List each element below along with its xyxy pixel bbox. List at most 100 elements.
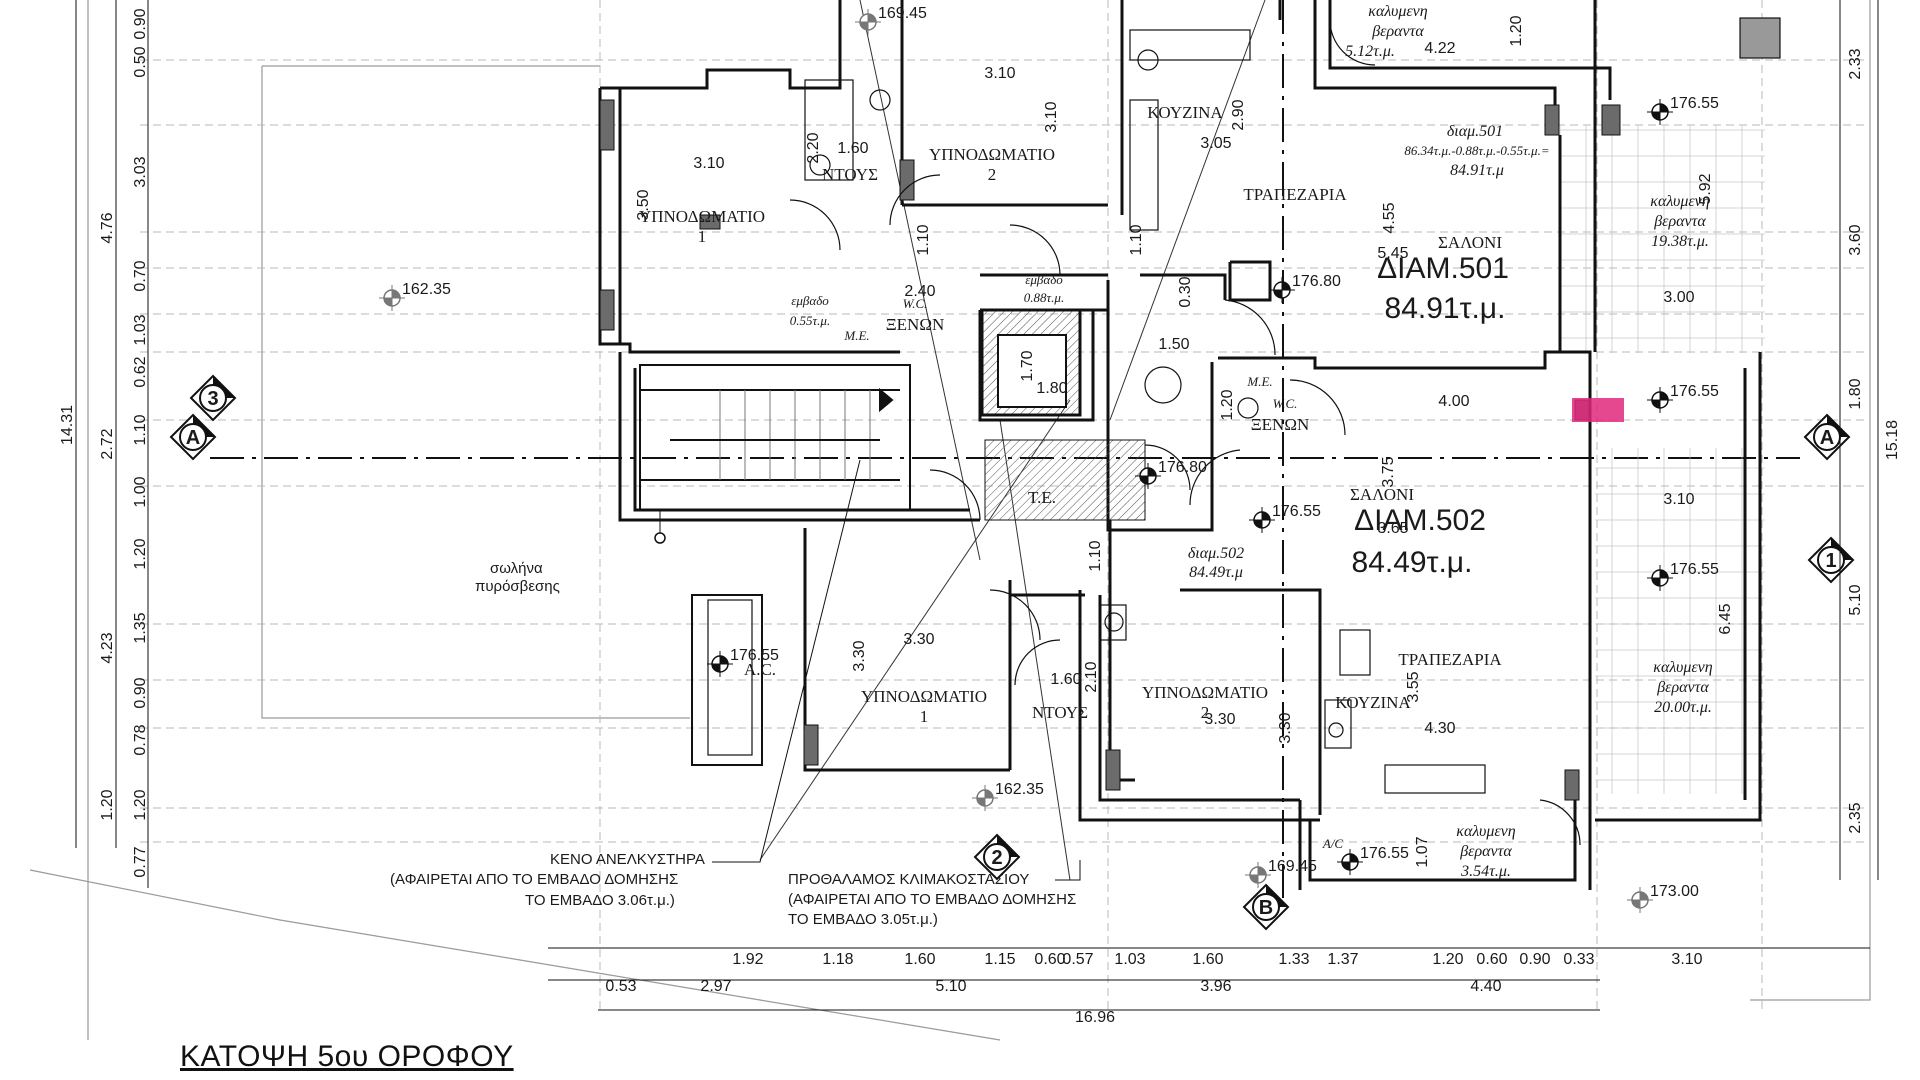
room-label: 20.00τ.μ.	[1654, 699, 1712, 716]
level-marker	[1135, 463, 1161, 489]
room-label: βεραντα	[1371, 23, 1424, 40]
dimension-value: 1.15	[984, 951, 1015, 968]
level-value: 176.55	[730, 647, 779, 664]
level-value: 176.55	[1670, 383, 1719, 400]
dimension-value: 1.03	[132, 314, 149, 345]
dimension-value: 2.40	[904, 283, 935, 300]
dimension-value: 6.45	[1717, 603, 1734, 634]
dimension-value: 1.07	[1414, 836, 1431, 867]
dimension-value: 1.20	[132, 538, 149, 569]
columns	[599, 99, 1621, 801]
annotation-note: ΤΟ ΕΜΒΑΔΟ 3.05τ.μ.)	[788, 911, 938, 928]
level-value: 162.35	[402, 281, 451, 298]
room-label: ΥΠΝΟΔΩΜΑΤΙΟ	[1142, 683, 1268, 702]
dimension-value: 1.33	[1278, 951, 1309, 968]
section-marker-a-left-label: A	[186, 427, 200, 449]
dimension-value: 1.20	[132, 789, 149, 820]
level-value: 176.55	[1670, 95, 1719, 112]
room-label: W.C.	[1273, 396, 1298, 411]
level-value: 169.45	[1268, 858, 1317, 875]
dimension-value: 3.10	[984, 65, 1015, 82]
room-label: Μ.Ε.	[843, 328, 869, 343]
annotation-note: ΚΕΝΟ ΑΝΕΛΚΥΣΤΗΡΑ	[550, 851, 705, 868]
plot-boundary	[29, 0, 1871, 1041]
room-label: 19.38τ.μ.	[1651, 233, 1709, 250]
leader-line	[1055, 860, 1081, 881]
dimension-value: 3.30	[903, 631, 934, 648]
dimension-value: 0.70	[132, 260, 149, 291]
room-label: βεραντα	[1656, 679, 1709, 696]
dimension-value: 2.72	[99, 428, 116, 459]
dimension-value: 0.60	[1476, 951, 1507, 968]
level-marker	[1647, 565, 1673, 591]
room-label: ΤΡΑΠΕΖΑΡΙΑ	[1243, 185, 1347, 204]
dimension-total: 16.96	[1075, 1009, 1115, 1026]
dimension-value: 1.70	[1019, 350, 1036, 381]
dimension-value: 4.23	[99, 632, 116, 663]
dimension-value: 3.10	[1671, 951, 1702, 968]
room-label: ΤΡΑΠΕΖΑΡΙΑ	[1398, 650, 1502, 669]
dimension-value: 3.30	[851, 640, 868, 671]
dimension-value: 1.80	[1847, 378, 1864, 409]
dimension-value: 4.00	[1438, 393, 1469, 410]
dimension-value: 1.35	[132, 612, 149, 643]
dimension-value: 3.10	[1043, 101, 1060, 132]
dimension-value: 3.30	[1204, 711, 1235, 728]
annotation-note: ΠΡΟΘΑΛΑΜΟΣ ΚΛΙΜΑΚΟΣΤΑΣΙΟΥ	[788, 871, 1029, 888]
column-highlight	[1572, 398, 1624, 422]
axis-marker-3-label: 3	[207, 388, 218, 410]
te-hatched-area	[984, 439, 1146, 521]
section-marker-a-left	[169, 413, 217, 461]
ac-unit-box	[691, 594, 763, 766]
dimension-value: 2.90	[1230, 99, 1247, 130]
room-label: βεραντα	[1459, 843, 1512, 860]
dimension-value: 1.60	[1050, 671, 1081, 688]
apartment-small-label: διαμ.502	[1188, 545, 1244, 562]
apartment-name: ΔΙΑΜ.502	[1354, 504, 1486, 537]
room-label: καλυμενη	[1653, 659, 1713, 676]
room-label: 1	[698, 227, 707, 246]
dimension-value: 4.55	[1381, 202, 1398, 233]
dimension-value: 4.40	[1470, 978, 1501, 995]
dimension-value: 3.65	[1377, 520, 1408, 537]
room-label: εμβαδο	[791, 293, 829, 308]
dimension-value: 1.37	[1327, 951, 1358, 968]
annotation-note: ΤΟ ΕΜΒΑΔΟ 3.06τ.μ.)	[525, 892, 675, 909]
room-label: ΝΤΟΥΣ	[1032, 703, 1088, 722]
fire-pipe-icon	[654, 532, 666, 544]
level-value: 169.45	[878, 5, 927, 22]
dimension-value: 2.10	[1083, 661, 1100, 692]
drawing-title: ΚΑΤΟΨΗ 5ου ΟΡΟΦΟΥ	[180, 1040, 514, 1073]
dimension-value: 5.45	[1377, 245, 1408, 262]
dimension-value: 2.33	[1847, 48, 1864, 79]
dimension-value: 1.60	[904, 951, 935, 968]
dimension-value: 0.50	[132, 46, 149, 77]
dimension-value: 0.60	[1034, 951, 1065, 968]
room-label: A/C	[1322, 836, 1344, 851]
level-marker	[972, 785, 998, 811]
room-label: 0.88τ.μ.	[1024, 290, 1064, 305]
room-label: ΣΑΛΟΝΙ	[1438, 233, 1502, 252]
dimension-value: 1.10	[1128, 224, 1145, 255]
level-value: 176.55	[1670, 561, 1719, 578]
room-label: ΣΑΛΟΝΙ	[1350, 485, 1414, 504]
room-label: Μ.Ε.	[1246, 374, 1272, 389]
dimension-value: 4.30	[1424, 720, 1455, 737]
axis-marker-2	[973, 833, 1021, 881]
section-marker-a-right-label: A	[1820, 427, 1834, 449]
dimension-value: 2.35	[1847, 802, 1864, 833]
apartment-name: ΔΙΑΜ.501	[1377, 252, 1509, 285]
room-label: εμβαδο	[1025, 272, 1063, 287]
room-label: ΞΕΝΩΝ	[1251, 415, 1310, 434]
room-label: A.C.	[744, 660, 776, 679]
axis-marker-2-label: 2	[991, 847, 1002, 869]
room-label: ΥΠΝΟΔΩΜΑΤΙΟ	[639, 207, 765, 226]
room-label: καλυμενη	[1456, 823, 1516, 840]
room-label: ΥΠΝΟΔΩΜΑΤΙΟ	[929, 145, 1055, 164]
dimension-value: 0.53	[605, 978, 636, 995]
dimension-value: 1.60	[1192, 951, 1223, 968]
level-marker	[1647, 99, 1673, 125]
level-value: 176.55	[1272, 503, 1321, 520]
dimension-value: 0.62	[132, 356, 149, 387]
level-marker	[1269, 277, 1295, 303]
